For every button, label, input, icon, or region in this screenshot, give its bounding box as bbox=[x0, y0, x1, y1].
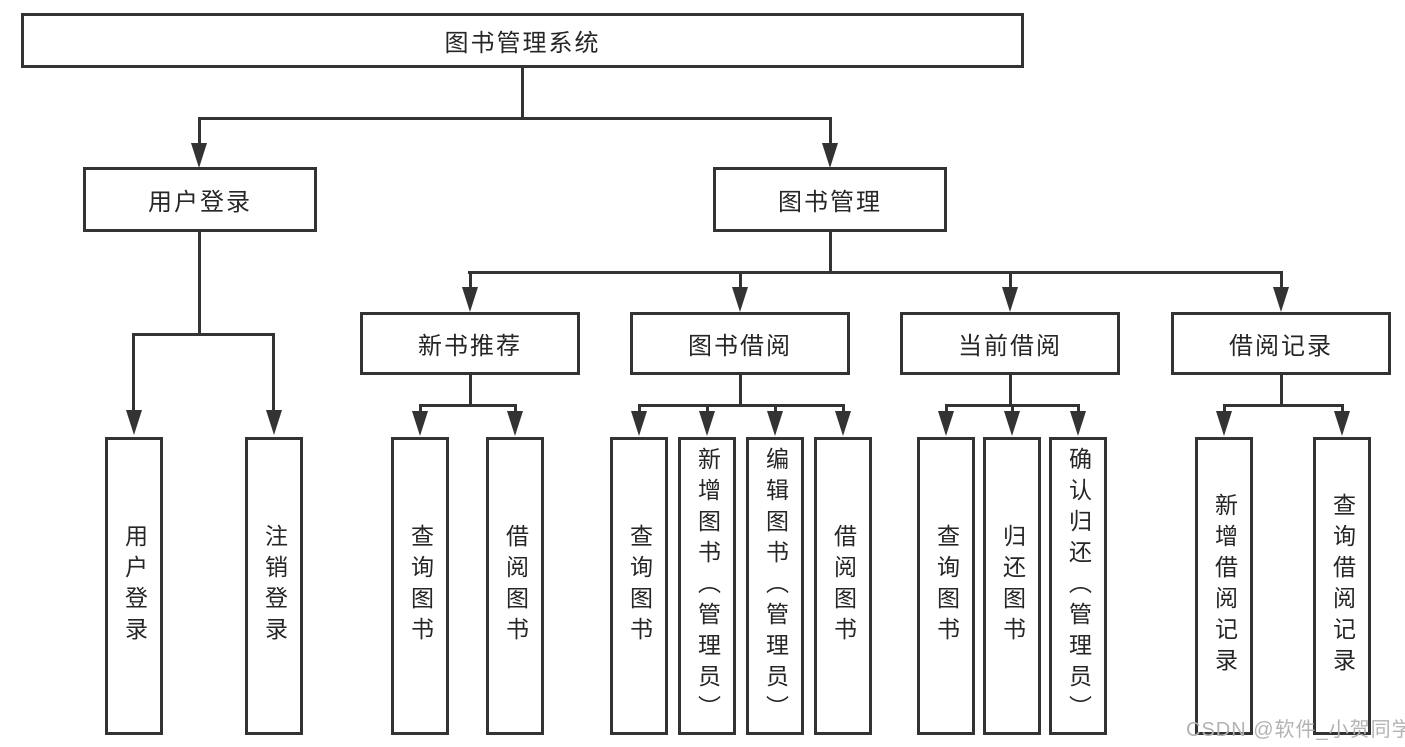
leaf-edit-books-admin: 编辑图书（管理员） bbox=[746, 437, 804, 735]
arrowhead-down-icon bbox=[1002, 287, 1018, 312]
arrowhead-down-icon bbox=[1004, 411, 1020, 436]
node-label: 图书借阅 bbox=[688, 333, 792, 360]
arrowhead-down-icon bbox=[631, 411, 647, 436]
node-label: 借阅图书 bbox=[502, 524, 529, 648]
node-label: 注销登录 bbox=[261, 524, 288, 648]
node-new-book-recommend: 新书推荐 bbox=[360, 312, 580, 375]
arrowhead-down-icon bbox=[1273, 287, 1289, 312]
arrowhead-down-icon bbox=[126, 410, 142, 435]
connector-line bbox=[521, 66, 524, 119]
node-label: 查询图书 bbox=[407, 524, 434, 648]
arrowhead-down-icon bbox=[938, 411, 954, 436]
arrowhead-down-icon bbox=[1334, 411, 1350, 436]
connector-line bbox=[514, 404, 517, 413]
leaf-borrow-books: 借阅图书 bbox=[814, 437, 872, 735]
connector-line bbox=[132, 333, 135, 412]
node-label: 新书推荐 bbox=[418, 333, 522, 360]
leaf-confirm-return-admin: 确认归还（管理员） bbox=[1049, 437, 1107, 735]
connector-line bbox=[1280, 375, 1283, 406]
arrowhead-down-icon bbox=[1216, 411, 1232, 436]
leaf-user-login: 用户登录 bbox=[105, 437, 163, 735]
connector-line bbox=[1223, 404, 1344, 407]
leaf-logout: 注销登录 bbox=[245, 437, 303, 735]
connector-line bbox=[1009, 375, 1012, 406]
node-library-management-system: 图书管理系统 bbox=[21, 13, 1024, 68]
node-label: 用户登录 bbox=[121, 524, 148, 648]
connector-line bbox=[739, 271, 742, 290]
connector-line bbox=[468, 271, 1283, 274]
connector-line bbox=[638, 404, 845, 407]
node-label: 确认归还（管理员） bbox=[1065, 446, 1092, 726]
node-label: 借阅图书 bbox=[830, 524, 857, 648]
connector-line bbox=[774, 404, 777, 413]
node-label: 用户登录 bbox=[148, 189, 252, 216]
connector-line bbox=[829, 232, 832, 273]
arrowhead-down-icon bbox=[732, 287, 748, 312]
node-book-management: 图书管理 bbox=[713, 167, 947, 232]
node-user-login: 用户登录 bbox=[83, 167, 317, 232]
connector-line bbox=[1341, 404, 1344, 413]
connector-line bbox=[638, 404, 641, 413]
arrowhead-down-icon bbox=[507, 411, 523, 436]
node-label: 查询图书 bbox=[933, 524, 960, 648]
connector-line bbox=[1009, 271, 1012, 290]
arrowhead-down-icon bbox=[767, 411, 783, 436]
connector-line bbox=[842, 404, 845, 413]
leaf-recommend-borrow-books: 借阅图书 bbox=[486, 437, 544, 735]
connector-line bbox=[419, 404, 517, 407]
arrowhead-down-icon bbox=[699, 411, 715, 436]
arrowhead-down-icon bbox=[462, 287, 478, 312]
connector-line bbox=[706, 404, 709, 413]
connector-line bbox=[1280, 271, 1283, 290]
node-label: 归还图书 bbox=[999, 524, 1026, 648]
node-label: 新增借阅记录 bbox=[1211, 493, 1238, 679]
leaf-borrow-query-books: 查询图书 bbox=[610, 437, 668, 735]
leaf-recommend-query-books: 查询图书 bbox=[391, 437, 449, 735]
csdn-watermark: CSDN @软件_小贺同学 bbox=[1186, 719, 1405, 741]
connector-line bbox=[272, 333, 275, 412]
arrowhead-down-icon bbox=[835, 411, 851, 436]
node-label: 查询借阅记录 bbox=[1329, 493, 1356, 679]
node-book-borrow: 图书借阅 bbox=[630, 312, 850, 375]
node-borrow-records: 借阅记录 bbox=[1171, 312, 1391, 375]
node-label: 编辑图书（管理员） bbox=[762, 446, 789, 726]
connector-line bbox=[198, 232, 201, 336]
node-label: 图书管理系统 bbox=[444, 30, 601, 57]
connector-line bbox=[469, 271, 472, 290]
arrowhead-down-icon bbox=[266, 410, 282, 435]
arrowhead-down-icon bbox=[412, 411, 428, 436]
arrowhead-down-icon bbox=[822, 143, 838, 168]
connector-line bbox=[198, 117, 832, 120]
connector-line bbox=[1223, 404, 1226, 413]
node-label: 新增图书（管理员） bbox=[694, 446, 721, 726]
leaf-current-query-books: 查询图书 bbox=[917, 437, 975, 735]
leaf-add-books-admin: 新增图书（管理员） bbox=[678, 437, 736, 735]
connector-line bbox=[132, 333, 275, 336]
node-label: 借阅记录 bbox=[1229, 333, 1333, 360]
connector-line bbox=[945, 404, 948, 413]
arrowhead-down-icon bbox=[191, 143, 207, 168]
connector-line bbox=[419, 404, 422, 413]
arrowhead-down-icon bbox=[1070, 411, 1086, 436]
connector-line bbox=[1011, 404, 1014, 413]
leaf-add-borrow-record: 新增借阅记录 bbox=[1195, 437, 1253, 735]
node-label: 查询图书 bbox=[626, 524, 653, 648]
leaf-query-borrow-record: 查询借阅记录 bbox=[1313, 437, 1371, 735]
leaf-return-books: 归还图书 bbox=[983, 437, 1041, 735]
connector-line bbox=[1077, 404, 1080, 413]
connector-line bbox=[739, 375, 742, 406]
connector-line bbox=[829, 117, 832, 146]
node-label: 当前借阅 bbox=[958, 333, 1062, 360]
connector-line bbox=[198, 117, 201, 146]
node-current-borrow: 当前借阅 bbox=[900, 312, 1120, 375]
node-label: 图书管理 bbox=[778, 189, 882, 216]
connector-line bbox=[469, 375, 472, 406]
